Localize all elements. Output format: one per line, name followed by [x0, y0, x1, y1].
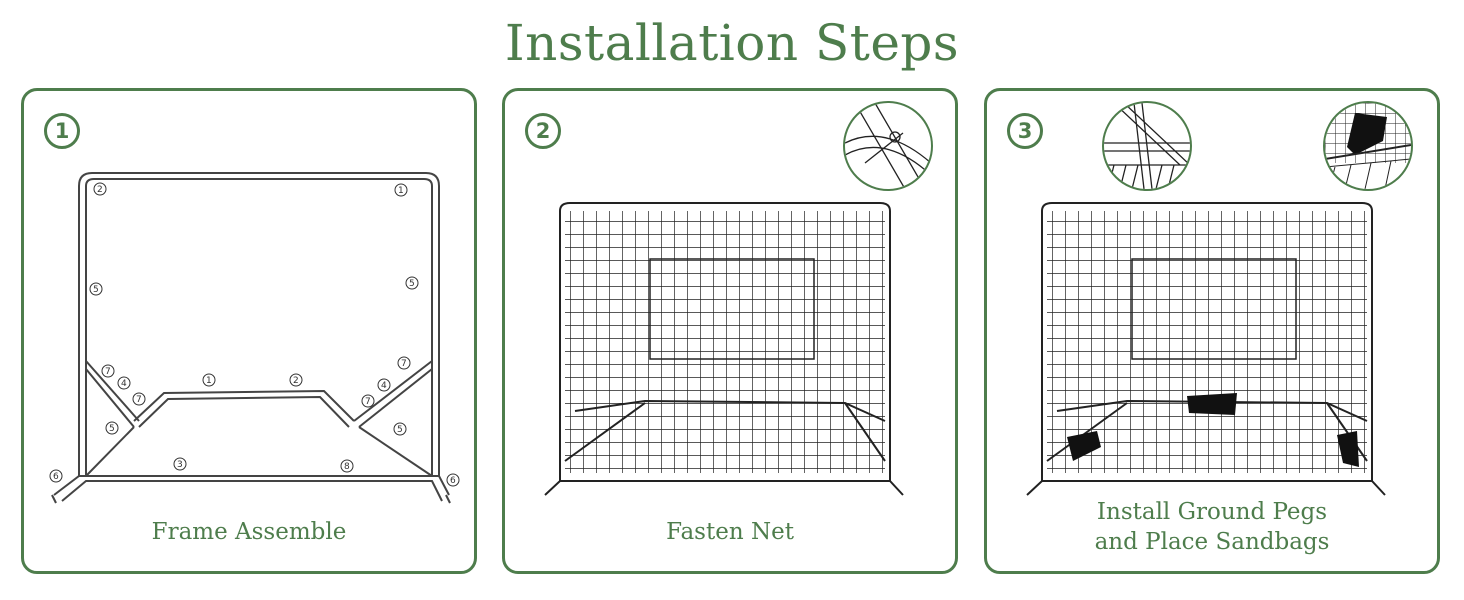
- part-label: 7: [365, 397, 371, 407]
- part-label: 7: [136, 395, 142, 405]
- zoom-detail-clip: [843, 101, 933, 191]
- part-label: 2: [293, 376, 299, 386]
- part-label: 5: [93, 285, 99, 295]
- sandbag-icon: [1067, 393, 1359, 467]
- part-label: 4: [121, 379, 127, 389]
- part-label: 5: [409, 279, 415, 289]
- step-caption: Install Ground Pegs and Place Sandbags: [1094, 499, 1330, 555]
- part-label: 7: [105, 367, 111, 377]
- net-diagram: [1026, 202, 1386, 496]
- step-panel-1: 1: [21, 88, 477, 574]
- net-diagram: [544, 202, 904, 496]
- step-number-badge: 3: [1007, 113, 1043, 149]
- step-caption: Fasten Net: [666, 519, 794, 545]
- step-number-badge: 2: [525, 113, 561, 149]
- part-label: 3: [177, 460, 183, 470]
- part-label: 5: [397, 425, 403, 435]
- step-number-badge: 1: [44, 113, 80, 149]
- part-label: 8: [344, 462, 350, 472]
- frame-diagram: 2 1 5 5 7 7 4 4 7 7 5 5 1 2 3 8 6 6: [49, 172, 460, 504]
- part-label: 6: [53, 472, 59, 482]
- page-title: Installation Steps: [504, 14, 960, 72]
- step-caption: Frame Assemble: [151, 519, 347, 545]
- part-label: 1: [398, 186, 404, 196]
- step-panel-3: 3: [984, 88, 1440, 574]
- part-label: 6: [450, 476, 456, 486]
- part-label: 7: [401, 359, 407, 369]
- zoom-detail-peg: [1102, 101, 1192, 191]
- part-label: 4: [381, 381, 387, 391]
- part-label: 1: [206, 376, 212, 386]
- part-label: 2: [97, 185, 103, 195]
- part-label: 5: [109, 424, 115, 434]
- zoom-detail-sandbag: [1323, 101, 1413, 191]
- step-panel-2: 2 Fasten Net: [502, 88, 958, 574]
